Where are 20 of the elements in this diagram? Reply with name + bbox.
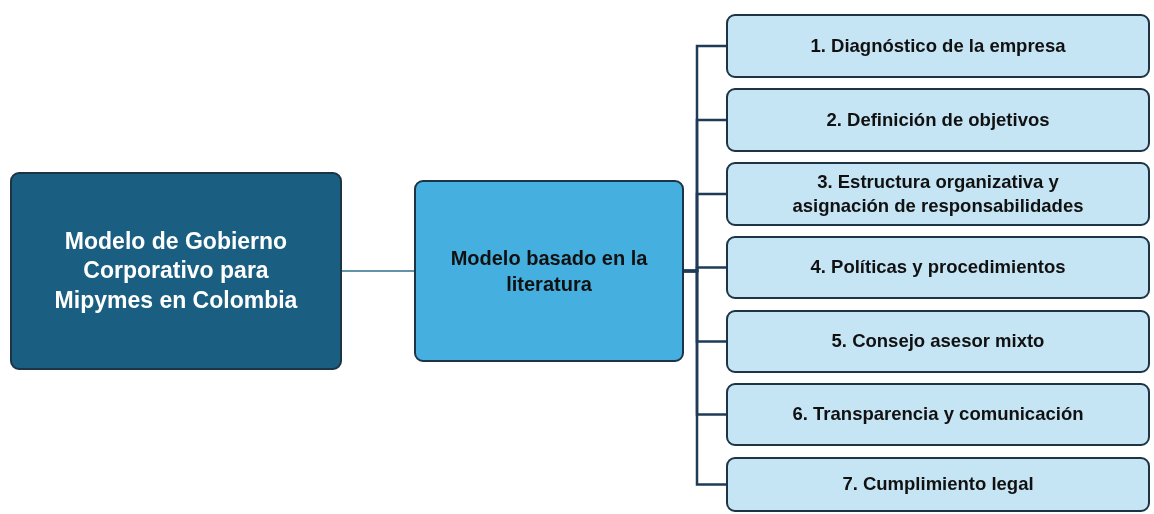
item-box [726, 14, 1150, 78]
title-box [10, 172, 342, 370]
item-box [726, 162, 1150, 226]
node-label: Modelo basado en la literatura [449, 246, 649, 297]
node-label: 1. Diagnóstico de la empresa [810, 33, 1066, 58]
node-label: 2. Definición de objetivos [826, 107, 1050, 132]
connector-line [684, 269, 726, 486]
item-box [726, 457, 1150, 512]
connector-line [341, 270, 415, 272]
node-label: 5. Consejo asesor mixto [831, 329, 1045, 354]
node-label: 6. Transparencia y comunicación [792, 402, 1084, 427]
node-label: 3. Estructura organizativa y asignación de responsabilidades [791, 169, 1085, 218]
node-label: Modelo de Gobierno Corporativo para Mipymes en Colombia [53, 226, 299, 315]
item-box [726, 88, 1150, 152]
node-label: 7. Cumplimiento legal [842, 472, 1034, 497]
node-label: 4. Políticas y procedimientos [810, 255, 1066, 280]
item-box [726, 383, 1150, 446]
item-box [726, 236, 1150, 299]
category-box [414, 180, 684, 362]
item-box [726, 310, 1150, 373]
